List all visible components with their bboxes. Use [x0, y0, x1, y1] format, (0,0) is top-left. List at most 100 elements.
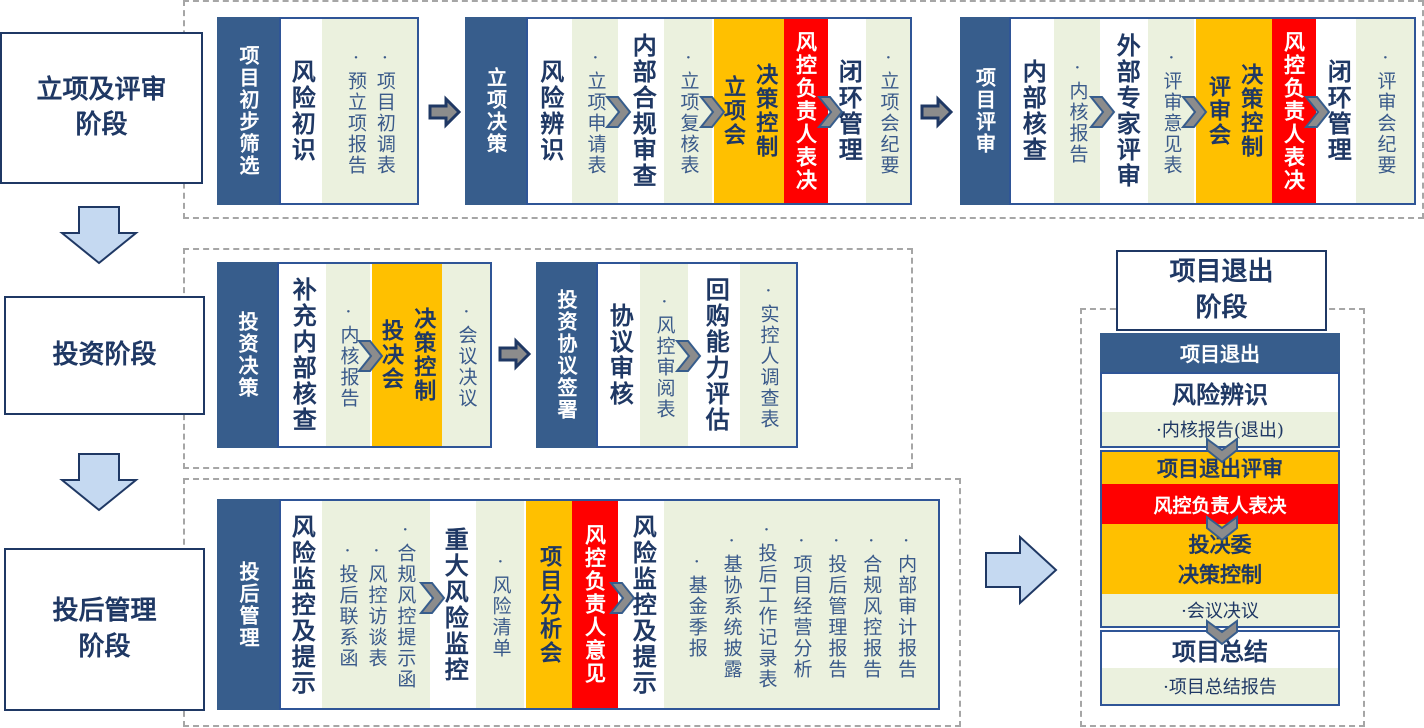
- exit-risk-frame: [1100, 372, 1340, 448]
- cell-text: ·基金季报: [685, 550, 708, 659]
- chevron-down-icon: [1206, 619, 1238, 646]
- exit-vote: 风控负责人表决: [1102, 484, 1338, 524]
- decision-vote: 风控负责人表决: [784, 19, 828, 203]
- cell-text: ·基协系统披露: [720, 529, 743, 680]
- cell-text: ·投后工作记录表: [755, 519, 778, 690]
- stage-investment: 投资阶段: [4, 296, 205, 415]
- chevron-right-icon: [356, 340, 384, 372]
- cell-text: ·内部审计报告: [895, 529, 918, 680]
- cell-text: ·投后联系函: [336, 540, 359, 669]
- exit-risk-doc: ·内核报告(退出): [1102, 412, 1338, 446]
- cell-text: 风险初识: [287, 59, 317, 163]
- cell-text: ·风控访谈表: [365, 540, 388, 669]
- down-arrow-icon: [59, 206, 139, 265]
- post-monitor-step: 风险监控及提示: [280, 501, 322, 708]
- post-title: 投后管理: [217, 499, 279, 710]
- review-internal-step: 内部核查: [1010, 19, 1054, 203]
- cell-text: ·项目经营分析: [790, 529, 813, 680]
- invest-check-doc: ·内核报告: [326, 264, 370, 446]
- screening-docs: ·预立项报告·项目初调表: [322, 17, 418, 205]
- cell-text: ·项目总结报告: [1163, 677, 1277, 698]
- chevron-right-icon: [418, 582, 446, 614]
- stage-exit: 项目退出 阶段: [1116, 250, 1327, 331]
- signing-buyback-doc: ·实控人调查表: [740, 264, 796, 446]
- invest-decision-frame: [277, 262, 492, 448]
- post-meeting: 项目分析会: [526, 501, 572, 708]
- cell-text: 投资决策: [235, 311, 259, 399]
- review-close-doc: ·评审会纪要: [1356, 19, 1414, 203]
- review-expert-doc: ·评审意见表: [1148, 19, 1194, 203]
- review-title: 项目评审: [960, 17, 1009, 205]
- cell-text: ·立项复核表: [677, 46, 700, 176]
- cell-text: ·项目初调表: [373, 46, 396, 176]
- cell-text: 内部合规审查: [628, 33, 658, 189]
- cell-text: 风控负责人意见: [582, 524, 608, 685]
- cell-text: ·立项申请表: [584, 46, 607, 176]
- cell-text: ·内核报告(退出): [1156, 420, 1284, 441]
- cell-text: 决策控制: [410, 307, 437, 403]
- cell-text: 项目初步筛选: [236, 45, 260, 177]
- decision-close-doc: ·立项会纪要: [866, 19, 910, 203]
- cell-text: 投资协议签署: [554, 289, 578, 421]
- cell-text: ·风险清单: [489, 550, 512, 659]
- cell-text: ·投后管理报告: [825, 529, 848, 680]
- cell-text: 回购能力评估: [701, 277, 731, 433]
- cell-text: ·实控人调查表: [757, 280, 780, 430]
- post-opinion: 风控负责人意见: [572, 501, 618, 708]
- cell-text: 风控负责人表决: [793, 30, 819, 192]
- cell-text: ·风控审阅表: [653, 290, 676, 420]
- chevron-right-icon: [1088, 96, 1116, 128]
- exit-risk-step: 风险辨识: [1102, 372, 1338, 412]
- post-major-doc: ·风险清单: [476, 501, 524, 708]
- cell-text: 重大风险监控: [440, 526, 470, 683]
- cell-text: 内部核查: [1018, 59, 1048, 163]
- down-arrow-icon: [59, 453, 139, 512]
- review-internal-doc: ·内核报告: [1054, 19, 1100, 203]
- chevron-right-icon: [674, 340, 702, 372]
- cell-text: 决策控制: [1237, 63, 1264, 159]
- cell-text: 协议审核: [605, 303, 635, 407]
- decision-title: 立项决策: [465, 17, 526, 205]
- decision-risk-step: 风险辨识: [527, 19, 572, 203]
- cell-text: 项目退出: [1180, 342, 1260, 366]
- review-meeting: 评审会决策控制: [1196, 19, 1272, 203]
- stage-approval: 立项及评审 阶段: [0, 32, 203, 184]
- review-vote: 风控负责人表决: [1272, 19, 1316, 203]
- screening-frame: [279, 17, 419, 205]
- cell-text: ·会议决议: [455, 301, 478, 409]
- cell-text: 项目评审: [972, 67, 997, 155]
- chevron-down-icon: [1206, 515, 1238, 542]
- exit-review: 项目退出评审: [1102, 452, 1338, 484]
- exit-title: 项目退出: [1100, 333, 1340, 372]
- decision-frame: [526, 17, 912, 205]
- invest-meeting: 投决会决策控制: [372, 264, 442, 446]
- exit-resolution-doc: ·会议决议: [1102, 594, 1338, 626]
- cell-text: ·内核报告: [1066, 57, 1089, 165]
- cell-text: ·内核报告: [337, 301, 360, 409]
- cell-text: 项目分析会: [536, 544, 563, 665]
- cell-text: 风险辨识: [1172, 379, 1268, 409]
- signing-frame: [596, 262, 798, 448]
- right-arrow-icon: [985, 534, 1058, 606]
- right-arrow-icon: [920, 95, 954, 129]
- cell-text: ·合规风控报告: [860, 529, 883, 680]
- signing-review-doc: ·风控审阅表: [640, 264, 688, 446]
- review-frame: [1009, 17, 1416, 205]
- right-arrow-icon: [428, 95, 462, 129]
- invest-decision-title: 投资决策: [217, 262, 277, 448]
- cell-text: 评审会: [1205, 75, 1231, 147]
- right-arrow-icon: [498, 337, 532, 371]
- cell-text: 外部专家评审: [1112, 33, 1142, 189]
- cell-text: 风控负责人表决: [1153, 494, 1287, 517]
- cell-text: ·会议决议: [1181, 601, 1259, 622]
- post-frame: [279, 499, 940, 710]
- chevron-right-icon: [698, 96, 726, 128]
- chevron-down-icon: [1206, 437, 1238, 464]
- post-monitor-docs: ·投后联系函·风控访谈表·合规风控提示函: [322, 501, 430, 708]
- screening-step: 风险初识: [280, 17, 322, 205]
- chevron-right-icon: [608, 582, 636, 614]
- chevron-right-icon: [1180, 96, 1208, 128]
- cell-text: 决策控制: [752, 63, 779, 159]
- cell-text: ·评审会纪要: [1374, 46, 1397, 176]
